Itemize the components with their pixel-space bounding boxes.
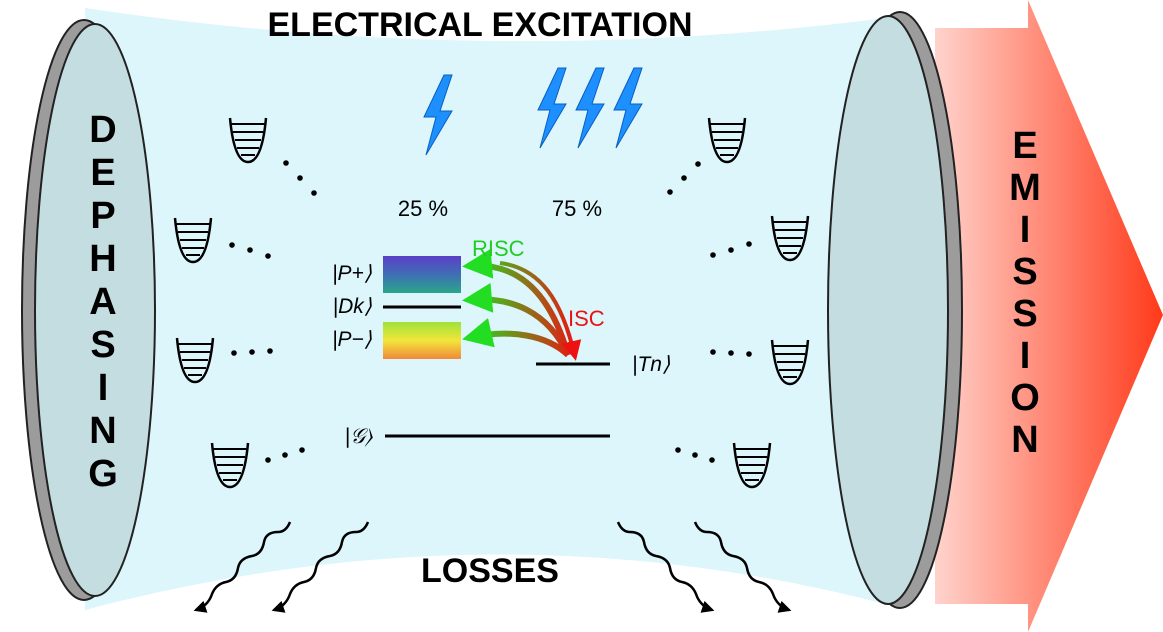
ellipsis-dots [229, 160, 752, 463]
state-label-ground: |𝒢⟩ [345, 425, 373, 448]
right-mirror [827, 11, 963, 609]
state-label-t-n: |Tn⟩ [632, 353, 670, 376]
triplet-percent: 75 % [552, 196, 602, 221]
risc-arrow-upper [462, 248, 571, 356]
losses-label: LOSSES [421, 552, 559, 590]
label-letter: S [1012, 293, 1037, 335]
risc-label: RISC [472, 236, 525, 261]
label-letter: O [1010, 377, 1040, 419]
label-letter: H [89, 238, 116, 280]
label-letter: N [89, 410, 116, 452]
label-letter: I [1020, 335, 1031, 377]
label-letter: P [90, 195, 115, 237]
label-letter: E [1012, 125, 1037, 167]
label-letter: N [1011, 419, 1038, 461]
upper-polariton-band [383, 256, 461, 293]
label-letter: M [1009, 167, 1041, 209]
isc-arrow [499, 261, 582, 361]
label-letter: S [90, 324, 115, 366]
label-letter: G [88, 453, 118, 495]
label-letter: D [89, 109, 116, 151]
isc-label: ISC [568, 306, 605, 331]
top-title: ELECTRICAL EXCITATION [268, 6, 693, 44]
risc-arrow-lower [462, 318, 571, 358]
label-letter: E [90, 152, 115, 194]
label-letter: I [98, 367, 109, 409]
state-label-p-plus: |P+⟩ [332, 262, 372, 285]
cavity-beam [85, 8, 900, 610]
singlet-percent: 25 % [398, 196, 448, 221]
risc-arrow-dark [462, 282, 571, 357]
label-letter: A [89, 281, 116, 323]
emission-arrow [935, 0, 1163, 632]
loss-photon-arrows [193, 521, 792, 613]
label-letter: I [1020, 209, 1031, 251]
lower-polariton-band [383, 322, 461, 359]
state-label-p-minus: |P−⟩ [332, 328, 372, 351]
state-label-d-k: |Dk⟩ [333, 295, 372, 318]
left-mirror [21, 19, 156, 601]
label-letter: S [1012, 251, 1037, 293]
